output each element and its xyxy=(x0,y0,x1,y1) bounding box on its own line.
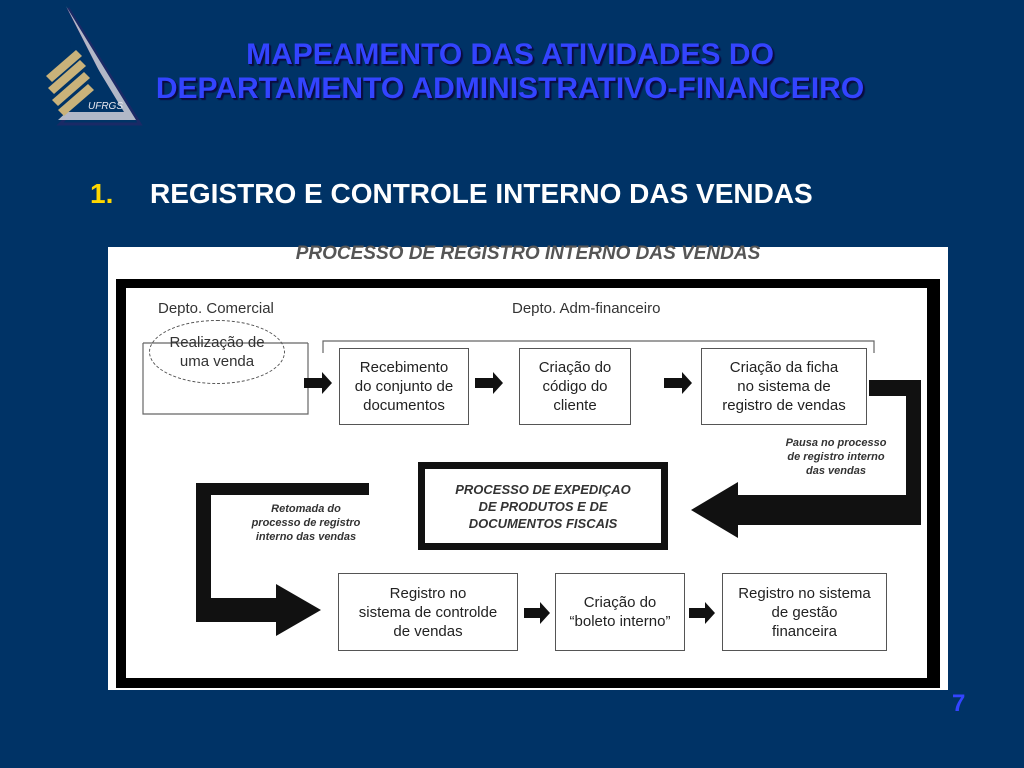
arrow-3 xyxy=(664,372,692,394)
retomada-arrow xyxy=(196,483,369,636)
process-diagram: PROCESSO DE REGISTRO INTERNO DAS VENDAS xyxy=(108,243,948,690)
box-criacao-codigo: Criação do código do cliente xyxy=(519,348,631,425)
box-recebimento: Recebimento do conjunto de documentos xyxy=(339,348,469,425)
box-registro-controle: Registro no sistema de controlde de vend… xyxy=(338,573,518,651)
box-expedicao: PROCESSO DE EXPEDIÇAO DE PRODUTOS E DE D… xyxy=(418,462,668,550)
subheading-text: REGISTRO E CONTROLE INTERNO DAS VENDAS xyxy=(150,178,813,209)
diagram-connectors xyxy=(142,340,921,636)
pausa-arrow xyxy=(691,380,921,538)
dept-adm-label: Depto. Adm-financeiro xyxy=(512,300,661,317)
note-retomada: Retomada do processo de registro interno… xyxy=(251,503,361,543)
arrow-1 xyxy=(304,372,332,394)
arrow-5 xyxy=(689,602,715,624)
start-ellipse: Realização de uma venda xyxy=(149,320,285,384)
diagram-title: PROCESSO DE REGISTRO INTERNO DAS VENDAS xyxy=(295,243,761,264)
note-pausa: Pausa no processo de registro interno da… xyxy=(785,437,887,477)
ufrgs-logo: UFRGS xyxy=(46,6,143,126)
box-gestao: Registro no sistema de gestão financeira xyxy=(722,573,887,651)
logo-text: UFRGS xyxy=(88,101,123,112)
diagram-border: Depto. Comercial Depto. Adm-financeiro R… xyxy=(116,279,940,688)
box-boleto: Criação do “boleto interno” xyxy=(555,573,685,651)
dept-comercial-label: Depto. Comercial xyxy=(158,300,274,317)
page-number: 7 xyxy=(952,690,966,717)
adm-dept-bracket xyxy=(322,340,875,353)
diagram-canvas: Depto. Comercial Depto. Adm-financeiro R… xyxy=(126,288,927,678)
slide-title: MAPEAMENTO DAS ATIVIDADES DO DEPARTAMENT… xyxy=(155,38,865,105)
arrow-2 xyxy=(475,372,503,394)
subheading-number: 1. xyxy=(90,178,114,209)
arrow-4 xyxy=(524,602,550,624)
box-criacao-ficha: Criação da ficha no sistema de registro … xyxy=(701,348,867,425)
subheading: 1. REGISTRO E CONTROLE INTERNO DAS VENDAS xyxy=(90,178,813,210)
